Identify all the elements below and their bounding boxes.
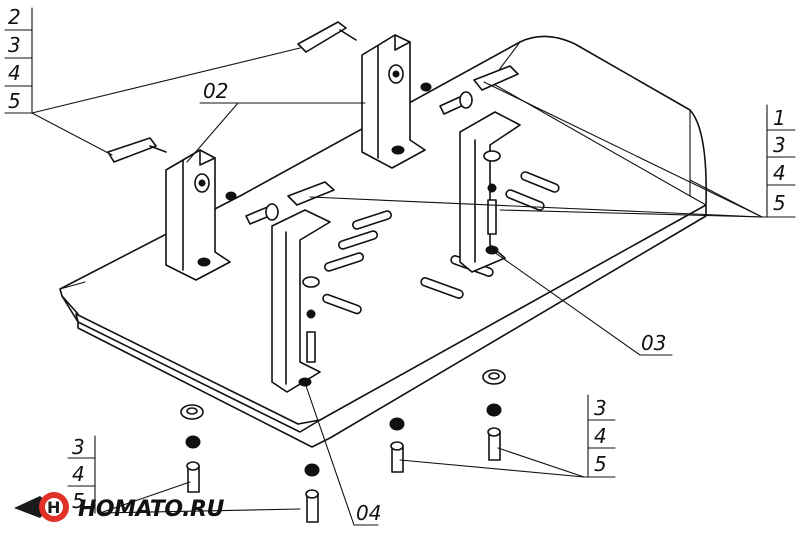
- svg-text:H: H: [47, 498, 60, 517]
- callout-label: 4: [594, 424, 607, 448]
- callout-right: 1 3 4 5: [766, 104, 796, 218]
- part-label-04: 04: [356, 501, 381, 525]
- callout-label: 5: [773, 191, 786, 215]
- fasteners: [107, 21, 519, 523]
- part-number: 03: [641, 331, 666, 355]
- callout-label: 3: [594, 396, 607, 420]
- callout-label: 3: [8, 33, 21, 57]
- callout-label: 5: [8, 89, 21, 113]
- part-label-03: 03: [641, 331, 666, 355]
- callout-bottom-left: 3 4 5: [67, 435, 96, 514]
- callout-bottom-right: 3 4 5: [587, 394, 616, 478]
- part-number: 02: [203, 79, 228, 103]
- skid-plate: [59, 35, 707, 448]
- callout-label: 3: [773, 133, 786, 157]
- callout-label: 4: [773, 161, 786, 185]
- callout-top-left: 2 3 4 5: [4, 5, 33, 114]
- bracket-rear: [361, 34, 426, 169]
- callout-label: 4: [8, 61, 21, 85]
- part-label-02: 02: [203, 79, 228, 103]
- bracket-right: [459, 111, 521, 273]
- bracket-left: [165, 149, 231, 281]
- callout-label: 2: [8, 5, 21, 29]
- callout-label: 3: [72, 435, 85, 459]
- logo-text: HOMATO.RU: [78, 497, 224, 522]
- part-number: 04: [356, 501, 381, 525]
- callout-label: 1: [773, 106, 786, 130]
- callout-label: 5: [72, 489, 85, 513]
- bracket-front: [271, 209, 331, 393]
- callout-label: 4: [72, 462, 85, 486]
- callout-label: 5: [594, 452, 607, 476]
- logo: H HOMATO.RU: [14, 492, 225, 522]
